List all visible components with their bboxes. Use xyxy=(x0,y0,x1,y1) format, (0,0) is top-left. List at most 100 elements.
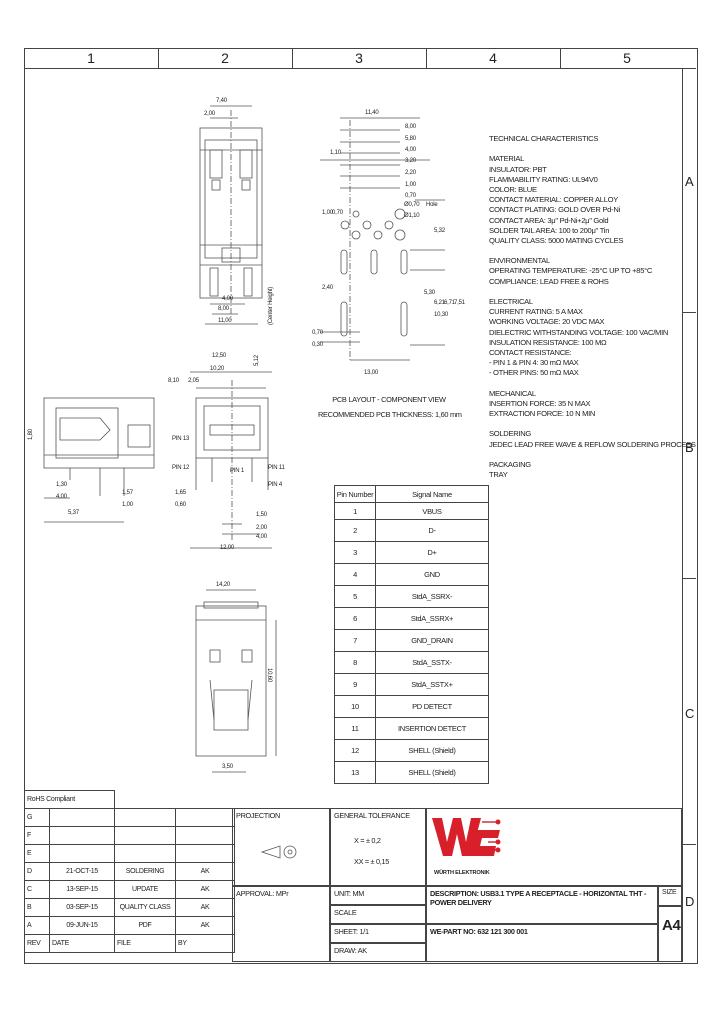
row-divider xyxy=(682,844,696,845)
tech-line xyxy=(489,144,696,154)
signal-name: PD DETECT xyxy=(375,695,489,718)
column-5: 5 xyxy=(623,50,631,66)
dim-pcb-23: 0,30 xyxy=(312,342,323,348)
dim-pcb-11: 1,10 xyxy=(330,150,341,156)
top-view xyxy=(199,105,263,325)
rev-by: AK xyxy=(175,916,235,935)
revision-row: E xyxy=(24,844,235,863)
pin-13-label: PIN 13 xyxy=(172,436,190,442)
tech-line xyxy=(489,419,696,429)
column-1: 1 xyxy=(87,50,95,66)
tech-line: CONTACT PLATING: GOLD OVER Pd-Ni xyxy=(489,205,620,215)
dim-front-3: 3,50 xyxy=(222,764,233,770)
file-header: FILE xyxy=(114,934,176,953)
dim-top-2: 4,00 xyxy=(222,296,233,302)
tech-line: CONTACT RESISTANCE: xyxy=(489,347,572,357)
tech-line: CURRENT RATING: 5 A MAX xyxy=(489,307,583,317)
rev-letter: B xyxy=(24,898,50,917)
dim-pcb-18: 6,71 xyxy=(444,300,455,306)
tech-line: ELECTRICAL xyxy=(489,297,533,306)
dim-pcb-5: 3,20 xyxy=(405,158,416,164)
column-divider xyxy=(292,48,293,68)
rev-date xyxy=(49,826,115,845)
scale-cell: SCALE xyxy=(330,905,426,924)
tech-line: CONTACT MATERIAL: COPPER ALLOY xyxy=(489,195,618,205)
center-height-note: (Center Height) xyxy=(268,286,274,325)
tech-line xyxy=(489,450,696,460)
dim-top-1: 2,00 xyxy=(204,111,215,117)
dim-side-8: 5,37 xyxy=(68,510,79,516)
dim-top-width: 7,40 xyxy=(216,98,227,104)
dim-top-3: 8,00 xyxy=(218,306,229,312)
dim-side-15: 2,00 xyxy=(256,525,267,531)
dim-pcb-1: 11,40 xyxy=(365,110,379,116)
signal-name: VBUS xyxy=(375,502,489,520)
tech-line: OPERATING TEMPERATURE: -25°C UP TO +85°C xyxy=(489,266,653,276)
tech-line: COLOR: BLUE xyxy=(489,184,537,194)
tech-line: INSULATOR: PBT xyxy=(489,164,547,174)
signal-name: StdA_SSRX- xyxy=(375,585,489,608)
pin-number: 8 xyxy=(334,651,376,674)
signal-name: StdA_SSTX- xyxy=(375,651,489,674)
tech-line: TECHNICAL CHARACTERISTICS xyxy=(489,134,599,143)
rev-date: 03-SEP-15 xyxy=(49,898,115,917)
tech-line: TRAY xyxy=(489,470,508,480)
tech-line: ENVIRONMENTAL xyxy=(489,256,550,266)
rohs-compliant: RoHS Compliant xyxy=(24,790,115,809)
pcb-caption-2: RECOMMENDED PCB THICKNESS: 1,60 mm xyxy=(318,410,462,419)
column-divider xyxy=(158,48,159,68)
tech-line: - OTHER PINS: 50 mΩ MAX xyxy=(489,368,579,378)
rev-letter: A xyxy=(24,916,50,935)
row-header: A B C D xyxy=(682,68,697,962)
pcb-caption-1: PCB LAYOUT - COMPONENT VIEW xyxy=(332,395,446,404)
sheet-cell: SHEET: 1/1 xyxy=(330,924,426,943)
tolerance-x: X = ± 0,2 xyxy=(354,836,381,845)
dim-side-13: 0,60 xyxy=(175,502,186,508)
pin-number: 4 xyxy=(334,563,376,586)
row-a: A xyxy=(685,174,694,189)
dim-pcb-3: 5,80 xyxy=(405,136,416,142)
signal-name: StdA_SSTX+ xyxy=(375,673,489,696)
dim-pcb-7: 1,00 xyxy=(405,182,416,188)
tech-line: COMPLIANCE: LEAD FREE & ROHS xyxy=(489,276,609,286)
dim-side-2: 10,20 xyxy=(210,366,225,372)
signal-name-header: Signal Name xyxy=(375,485,489,503)
unit-cell: UNIT: MM xyxy=(330,886,426,905)
dim-pcb-19: 7,51 xyxy=(454,300,465,306)
dim-side-5: 1,80 xyxy=(28,429,34,440)
pin-4-label: PIN 4 xyxy=(268,482,283,488)
tech-line: QUALITY CLASS: 5000 MATING CYCLES xyxy=(489,235,624,245)
dim-pcb-2: 8,00 xyxy=(405,124,416,130)
by-header: BY xyxy=(175,934,235,953)
rev-by xyxy=(175,844,235,863)
pin-number: 9 xyxy=(334,673,376,696)
rev-file: PDF xyxy=(114,916,176,935)
dim-side-14: 1,50 xyxy=(256,512,267,518)
drawn-cell: DRAW: AK xyxy=(330,943,426,962)
dim-pcb-20: 10,30 xyxy=(434,312,449,318)
column-divider xyxy=(560,48,561,68)
tech-line: DIELECTRIC WITHSTANDING VOLTAGE: 100 VAC… xyxy=(489,327,669,337)
column-3: 3 xyxy=(355,50,363,66)
rev-file: UPDATE xyxy=(114,880,176,899)
side-view xyxy=(43,397,155,523)
tech-line: EXTRACTION FORCE: 10 N MIN xyxy=(489,409,596,419)
rev-letter: D xyxy=(24,862,50,881)
projection-cell: PROJECTION xyxy=(232,808,330,886)
dim-pcb-6: 2,20 xyxy=(405,170,416,176)
tech-line: PACKAGING xyxy=(489,460,531,469)
tech-line xyxy=(489,246,696,256)
row-divider xyxy=(682,312,696,313)
dim-side-1: 12,50 xyxy=(212,353,227,359)
signal-name: StdA_SSRX+ xyxy=(375,607,489,630)
signal-name: SHELL (Shield) xyxy=(375,761,489,784)
